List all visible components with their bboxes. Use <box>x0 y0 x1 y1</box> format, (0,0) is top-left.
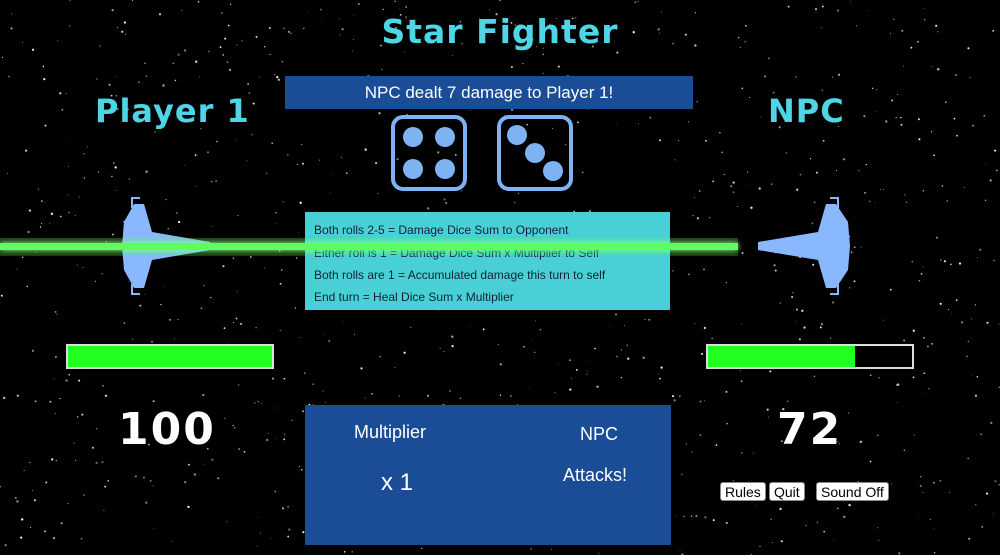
npc-health-bar <box>706 344 914 369</box>
npc-ship-icon <box>758 197 850 295</box>
npc-health-fill <box>708 346 855 367</box>
player1-hp-value: 100 <box>118 404 216 455</box>
die-2[interactable] <box>497 115 573 191</box>
rule-line: Both rolls are 1 = Accumulated damage th… <box>314 268 606 282</box>
die-pip <box>403 127 423 147</box>
multiplier-label: Multiplier <box>354 422 427 442</box>
sound-toggle-button[interactable]: Sound Off <box>816 482 889 501</box>
player1-health-bar <box>66 344 274 369</box>
multiplier-value: x 1 <box>381 469 414 496</box>
quit-button[interactable]: Quit <box>769 482 805 501</box>
player1-name: Player 1 <box>95 92 250 130</box>
player1-health-fill <box>68 346 272 367</box>
die-pip <box>435 159 455 179</box>
turn-panel: Multiplier x 1 NPC Attacks! <box>305 405 671 545</box>
combat-message-banner: NPC dealt 7 damage to Player 1! <box>285 76 693 109</box>
die-pip <box>507 125 527 145</box>
laser-beam <box>0 243 738 250</box>
turn-action: Attacks! <box>563 465 628 485</box>
die-pip <box>435 127 455 147</box>
rule-line: Both rolls 2-5 = Damage Dice Sum to Oppo… <box>314 223 569 237</box>
die-1[interactable] <box>391 115 467 191</box>
npc-hp-value: 72 <box>777 404 843 455</box>
rule-line: End turn = Heal Dice Sum x Multiplier <box>314 290 514 304</box>
rules-panel: Both rolls 2-5 = Damage Dice Sum to Oppo… <box>305 212 670 310</box>
die-pip <box>403 159 423 179</box>
npc-name: NPC <box>768 92 845 130</box>
game-title: Star Fighter <box>381 12 619 51</box>
rules-button[interactable]: Rules <box>720 482 766 501</box>
turn-owner: NPC <box>580 424 619 444</box>
die-pip <box>543 161 563 181</box>
die-pip <box>525 143 545 163</box>
